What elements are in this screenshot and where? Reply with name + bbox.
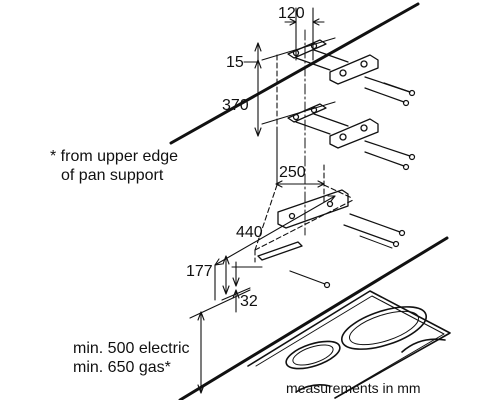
- dimension-label-440: 440: [236, 224, 263, 241]
- cooktop: [247, 290, 451, 399]
- min-distance-dimension: [189, 289, 251, 394]
- hood-bracket: [257, 189, 349, 261]
- hood-width-dimensions: [214, 180, 336, 301]
- pan-support-note-line1: * from upper edge: [50, 148, 179, 165]
- dimension-label-370: 370: [222, 97, 249, 114]
- hood-chimney-outline: [254, 164, 354, 263]
- upper-dimension-lines: [254, 7, 336, 186]
- min-gas-label: min. 650 gas*: [73, 359, 171, 376]
- dimension-label-15: 15: [226, 54, 244, 71]
- dimension-label-120: 120: [278, 5, 305, 22]
- wall-bracket-upper: [287, 39, 379, 85]
- wall-bracket-lower: [287, 103, 379, 149]
- dimension-label-250: 250: [279, 164, 306, 181]
- pan-support-note: * from upper edge of pan support: [50, 147, 178, 185]
- units-label: measurements in mm: [286, 380, 421, 396]
- screws: [289, 49, 416, 289]
- dimension-label-177: 177: [186, 263, 213, 280]
- height-dimensions: [221, 255, 263, 313]
- worktop-edge: [178, 236, 449, 400]
- dimension-label-32: 32: [240, 293, 258, 310]
- pan-support-note-line2: of pan support: [61, 167, 164, 184]
- minimum-distance-note: min. 500 electric min. 650 gas*: [73, 339, 190, 377]
- ceiling-edge: [169, 2, 420, 145]
- min-electric-label: min. 500 electric: [73, 340, 190, 357]
